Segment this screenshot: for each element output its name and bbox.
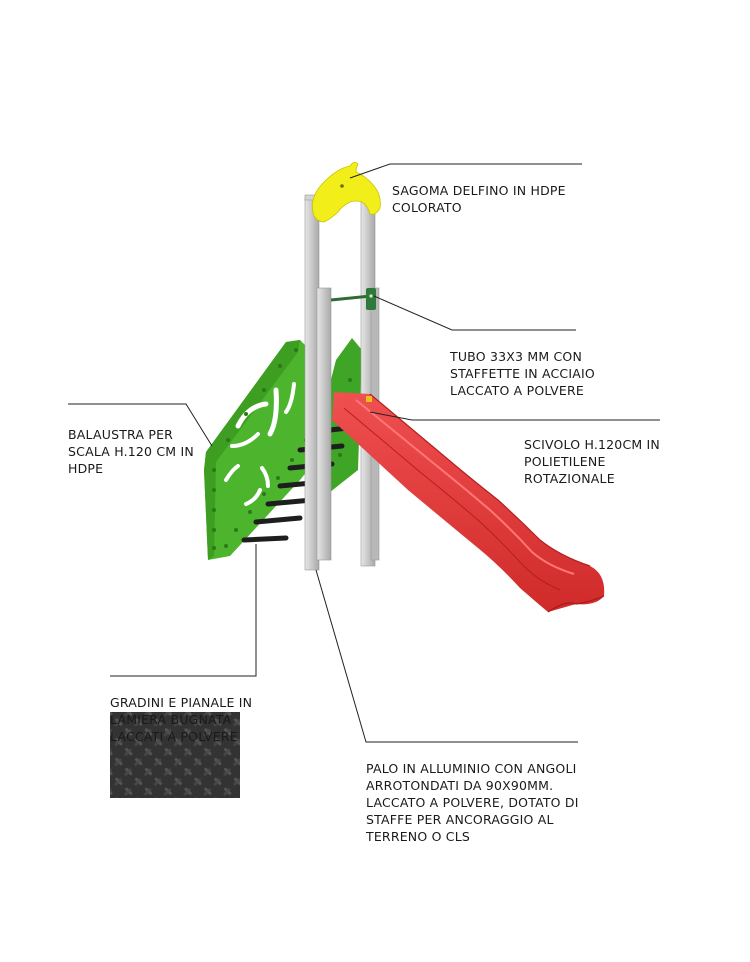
tread-plate-sample	[110, 712, 240, 798]
balustrade-panel	[204, 340, 318, 560]
dolphin-shape	[311, 162, 381, 223]
leader-lines	[68, 163, 660, 743]
steel-tube	[330, 288, 376, 310]
slide	[332, 392, 605, 613]
